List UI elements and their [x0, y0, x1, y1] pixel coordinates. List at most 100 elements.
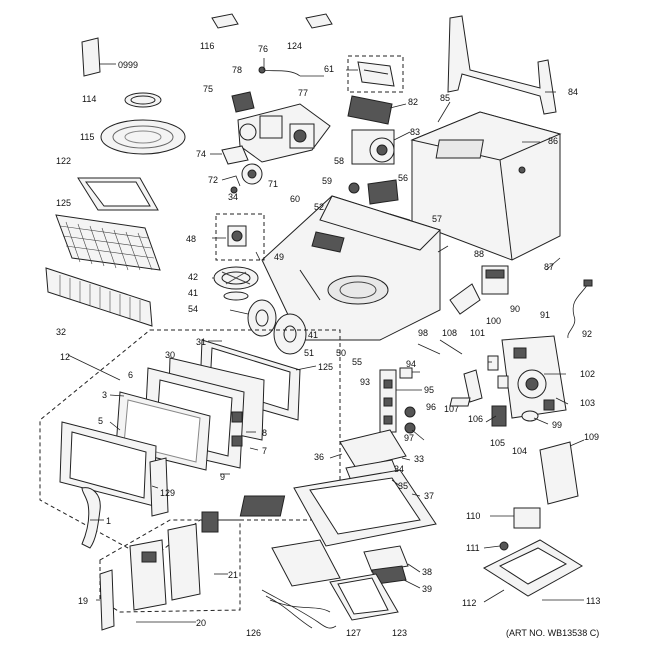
part-54-cover — [247, 299, 277, 337]
part-38-filter — [363, 545, 409, 573]
part-71-motor — [241, 163, 263, 185]
label-75: 75 — [203, 84, 213, 94]
part-1-handle — [81, 487, 101, 549]
label-83: 83 — [410, 127, 420, 137]
label-48: 48 — [186, 234, 196, 244]
label-20: 20 — [196, 618, 206, 628]
label-104: 104 — [512, 446, 527, 456]
part-88-transformer — [481, 265, 509, 295]
part-111-clip — [499, 541, 509, 551]
label-39: 39 — [422, 584, 432, 594]
label-58: 58 — [334, 156, 344, 166]
part-101-switch — [487, 355, 499, 371]
label-122: 122 — [56, 156, 71, 166]
label-12: 12 — [60, 352, 70, 362]
label-125: 125 — [56, 198, 71, 208]
part-oven-cavity — [261, 195, 441, 341]
part-72-clip — [221, 175, 241, 187]
part-100-switch — [497, 375, 509, 389]
label-61: 61 — [324, 64, 334, 74]
part-98-wire — [417, 343, 441, 355]
part-84-mounting-plate — [447, 15, 557, 115]
label-123: 123 — [392, 628, 407, 638]
label-30: 30 — [165, 350, 175, 360]
part-123-filter — [329, 573, 399, 621]
label-34b: 34 — [394, 464, 404, 474]
label-77: 77 — [298, 88, 308, 98]
label-82: 82 — [408, 97, 418, 107]
label-84: 84 — [568, 87, 578, 97]
label-113: 113 — [586, 596, 600, 606]
part-93-latch — [379, 369, 397, 433]
label-35: 35 — [398, 481, 408, 491]
part-blower-assembly — [237, 103, 331, 163]
part-114-roller-ring — [124, 92, 162, 108]
label-88: 88 — [474, 249, 484, 259]
label-37: 37 — [424, 491, 434, 501]
label-49: 49 — [274, 252, 284, 262]
label-38: 38 — [422, 567, 432, 577]
label-102: 102 — [580, 369, 595, 379]
part-92-cord — [567, 279, 593, 339]
label-32: 32 — [56, 327, 66, 337]
label-42: 42 — [188, 272, 198, 282]
part-36-bracket — [339, 429, 407, 469]
label-111: 111 — [466, 543, 480, 553]
label-114: 114 — [82, 94, 96, 104]
label-1: 1 — [106, 516, 111, 526]
label-6: 6 — [128, 370, 133, 380]
label-112: 112 — [462, 598, 476, 608]
label-34: 34 — [228, 192, 238, 202]
label-5: 5 — [98, 416, 103, 426]
part-37-bottom-plate — [239, 469, 437, 547]
part-41-plate — [223, 291, 249, 301]
label-51: 51 — [304, 348, 314, 358]
part-99-capacitor — [521, 410, 539, 422]
label-0999: 0999 — [118, 60, 138, 70]
label-106: 106 — [468, 414, 483, 424]
label-107: 107 — [444, 404, 459, 414]
label-78: 78 — [232, 65, 242, 75]
label-56: 56 — [398, 173, 408, 183]
label-97: 97 — [404, 433, 414, 443]
label-105: 105 — [490, 438, 505, 448]
label-86: 86 — [548, 136, 558, 146]
label-71: 71 — [268, 179, 278, 189]
label-50: 50 — [336, 348, 346, 358]
label-99: 99 — [552, 420, 562, 430]
label-90: 90 — [510, 304, 520, 314]
part-87-outer-case — [410, 111, 562, 261]
label-54: 54 — [188, 304, 198, 314]
part-109-panel — [539, 441, 579, 505]
label-76: 76 — [258, 44, 268, 54]
part-124-tag — [305, 13, 333, 29]
part-42-coupler — [213, 266, 259, 290]
label-57: 57 — [432, 214, 442, 224]
part-125-rack — [55, 214, 161, 271]
part-labels: 116 124 0999 76 78 61 84 114 75 77 82 85… — [56, 41, 600, 638]
part-21-board — [167, 511, 219, 601]
part-126-127-harness — [261, 589, 337, 629]
label-115: 115 — [80, 132, 94, 142]
part-32-vent-grille — [45, 267, 153, 327]
label-41b: 41 — [308, 330, 318, 340]
label-103: 103 — [580, 398, 595, 408]
part-96-97-switch — [404, 406, 416, 434]
label-129: 129 — [160, 488, 175, 498]
part-94-switch — [399, 367, 413, 379]
part-112-base — [482, 539, 583, 597]
label-100: 100 — [486, 316, 501, 326]
part-76-wire — [258, 66, 301, 77]
label-59: 59 — [322, 176, 332, 186]
part-82-plate — [347, 95, 393, 125]
label-60: 60 — [290, 194, 300, 204]
part-20-panel — [129, 539, 167, 611]
label-74: 74 — [196, 149, 206, 159]
part-61-bracket-box — [347, 55, 404, 93]
part-48-motor-box — [215, 213, 265, 261]
part-19-panel — [99, 569, 115, 631]
part-58-knob — [348, 182, 360, 194]
part-75-grille — [231, 91, 255, 113]
part-102-control-board — [501, 335, 567, 419]
